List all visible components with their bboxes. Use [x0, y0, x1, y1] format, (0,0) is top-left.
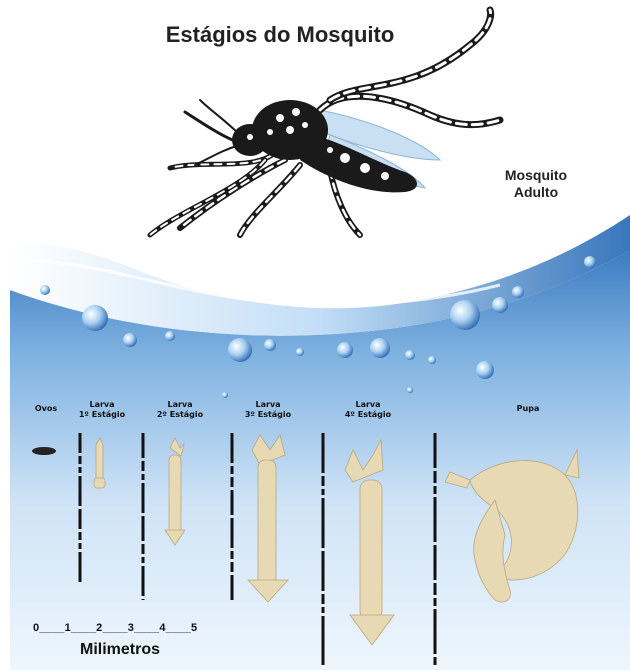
- scale-ticks: 0____1____2____3____4____5: [33, 622, 197, 634]
- stage-label-eggs: Ovos: [26, 404, 66, 414]
- stage-label-larva-1: Larva 1º Estágio: [72, 400, 132, 420]
- diagram-title: Estágios do Mosquito: [0, 22, 560, 48]
- adult-label-line1: Mosquito: [486, 167, 586, 184]
- adult-label-line2: Adulto: [486, 184, 586, 201]
- stage-label-pupa: Pupa: [508, 404, 548, 414]
- stage-label-larva-3: Larva 3º Estágio: [238, 400, 298, 420]
- adult-mosquito-label: Mosquito Adulto: [486, 167, 586, 201]
- scale-units-label: Milimetros: [80, 641, 160, 659]
- egg: [32, 447, 56, 455]
- stage-label-larva-4: Larva 4º Estágio: [338, 400, 398, 420]
- stage-label-larva-2: Larva 2º Estágio: [150, 400, 210, 420]
- larva-stage-1: [94, 438, 105, 488]
